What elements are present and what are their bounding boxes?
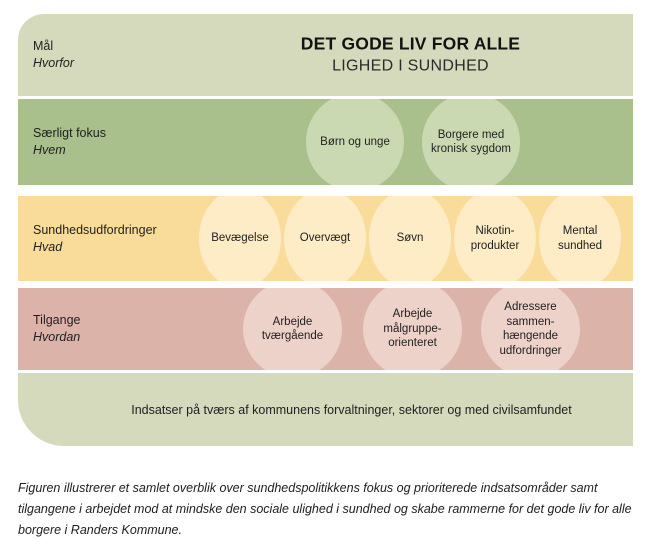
band-goal: Mål Hvorfor DET GODE LIV FOR ALLE LIGHED… <box>18 14 633 96</box>
figure-title-sub: LIGHED I SUNDHED <box>332 57 489 75</box>
row-label-goal-subtitle: Hvorfor <box>33 56 74 70</box>
bubble-approach-1: Arbejde målgruppe-orienteret <box>363 288 462 370</box>
row-label-approach-title: Tilgange <box>33 313 81 327</box>
bubble-approach-0: Arbejde tværgående <box>243 288 342 370</box>
bubble-challenge-3: Nikotin-produkter <box>454 196 536 281</box>
health-policy-figure: Mål Hvorfor DET GODE LIV FOR ALLE LIGHED… <box>18 14 633 446</box>
band-approach: Tilgange Hvordan Arbejde tværgående Arbe… <box>18 288 633 370</box>
band-footer: Indsatser på tværs af kommunens forvaltn… <box>18 373 633 446</box>
bubble-approach-2: Adressere sammen-hængende udfordringer <box>481 288 580 370</box>
figure-title-main: DET GODE LIV FOR ALLE <box>300 33 521 54</box>
bubble-challenge-4: Mental sundhed <box>539 196 621 281</box>
row-label-approach-subtitle: Hvordan <box>33 330 81 344</box>
row-label-focus-subtitle: Hvem <box>33 143 66 157</box>
bubble-challenge-1: Overvægt <box>284 196 366 281</box>
row-label-challenge-title: Sundhedsudfordringer <box>33 222 157 237</box>
figure-caption: Figuren illustrerer et samlet overblik o… <box>18 481 632 537</box>
bubble-challenge-0: Bevægelse <box>199 196 281 281</box>
band-challenge: Sundhedsudfordringer Hvad Bevægelse Over… <box>18 196 633 281</box>
bubble-focus-0: Børn og unge <box>306 99 404 185</box>
row-label-focus: Særligt fokus Hvem <box>33 125 106 159</box>
row-label-goal-title: Mål <box>33 39 54 53</box>
row-label-focus-title: Særligt fokus <box>33 126 106 140</box>
bubble-focus-1: Borgere med kronisk sygdom <box>422 99 520 185</box>
bubble-challenge-2: Søvn <box>369 196 451 281</box>
figure-title-block: DET GODE LIV FOR ALLE LIGHED I SUNDHED <box>18 33 633 78</box>
band-focus: Særligt fokus Hvem Børn og unge Borgere … <box>18 99 633 185</box>
footer-text: Indsatser på tværs af kommunens forvaltn… <box>131 402 572 417</box>
row-label-goal: Mål Hvorfor <box>33 38 74 72</box>
row-label-challenge: Sundhedsudfordringer Hvad <box>33 222 157 256</box>
row-label-approach: Tilgange Hvordan <box>33 312 81 346</box>
row-label-challenge-subtitle: Hvad <box>33 239 63 254</box>
